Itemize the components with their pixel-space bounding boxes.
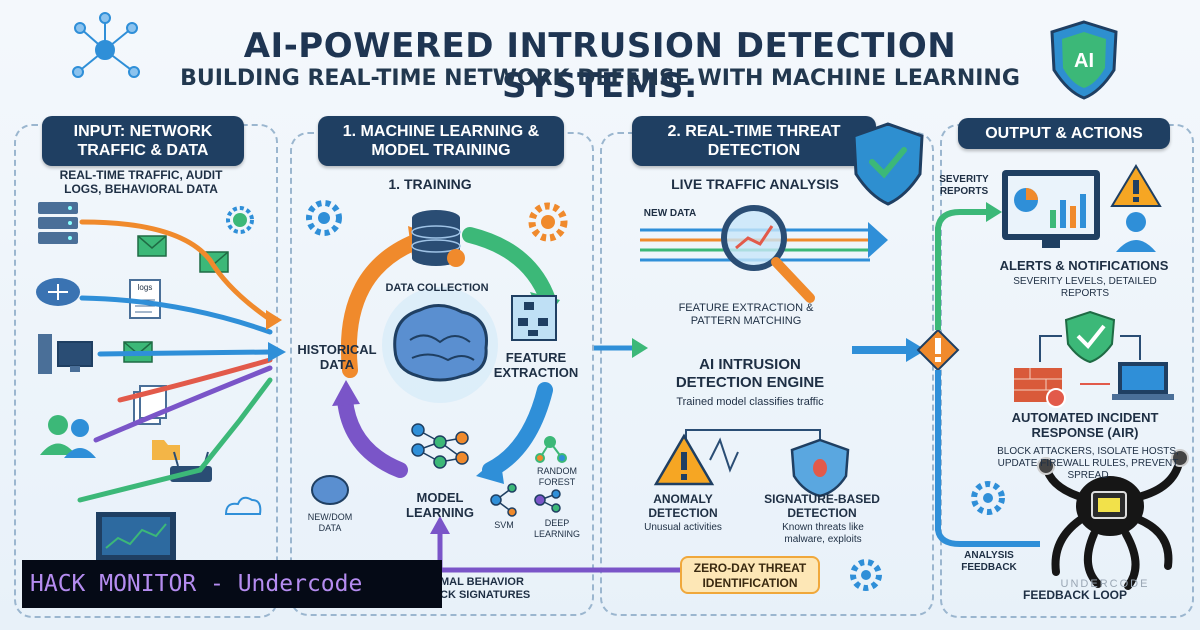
historical-data-label: HISTORICAL DATA [297, 342, 377, 372]
new-dom-data-label: NEW/DOM DATA [307, 512, 353, 533]
feature-matching-label: FEATURE EXTRACTION & PATTERN MATCHING [678, 302, 814, 327]
main-title: AI-POWERED INTRUSION DETECTION SYSTEMS: [243, 26, 957, 106]
envelope-icon-1 [137, 235, 167, 257]
output-header: OUTPUT & ACTIONS [958, 118, 1170, 149]
alerts-title: ALERTS & NOTIFICATIONS [999, 258, 1169, 273]
magnifier-icon [721, 205, 815, 303]
laptop-dashboard-icon [96, 512, 176, 560]
input-description: REAL-TIME TRAFFIC, AUDIT LOGS, BEHAVIORA… [59, 168, 223, 196]
cloud-icon [224, 496, 262, 515]
neural-network-icon [411, 423, 469, 469]
gear-icon-zero-day [850, 559, 882, 591]
flowchart-icon [511, 295, 557, 341]
gear-icon-right [528, 202, 568, 242]
data-collection-label: DATA COLLECTION [385, 282, 489, 294]
engine-subtitle: Trained model classifies traffic [676, 396, 824, 408]
brain-icon [382, 287, 498, 403]
air-subtitle: BLOCK ATTACKERS, ISOLATE HOSTS, UPDATE F… [997, 446, 1179, 481]
octopus-hacker-icon [1037, 449, 1189, 590]
new-data-label: NEW DATA [643, 208, 697, 219]
zero-day-box: ZERO-DAY THREAT IDENTIFICATION [680, 556, 820, 594]
deep-learning-label: DEEP LEARNING [533, 518, 580, 539]
anomaly-detection-sub: Unusual activities [644, 522, 722, 533]
detection-header: 2. REAL-TIME THREAT DETECTION [632, 116, 876, 166]
mini-brain-icon [311, 475, 349, 505]
firewall-icon [1014, 368, 1066, 408]
alerts-subtitle: SEVERITY LEVELS, DETAILED REPORTS [1013, 276, 1157, 299]
ai-badge-text: AI [1074, 50, 1094, 72]
hack-monitor-badge: HACK MONITOR - Undercode [22, 560, 442, 608]
monitor-dashboard-icon [1002, 170, 1100, 248]
model-learning-label: MODEL LEARNING [406, 490, 474, 520]
training-header: 1. MACHINE LEARNING & MODEL TRAINING [318, 116, 564, 166]
training-stage-label: 1. TRAINING [388, 176, 472, 192]
network-nodes-icon [72, 12, 140, 78]
live-traffic-label: LIVE TRAFFIC ANALYSIS [671, 176, 839, 192]
random-forest-icon [535, 436, 567, 463]
severity-reports-label: SEVERITY REPORTS [939, 174, 989, 197]
feedback-loop-label: FEEDBACK LOOP [1022, 588, 1127, 602]
feedback-gear-icon [971, 481, 1005, 515]
feature-extraction-label: FEATURE EXTRACTION [493, 350, 579, 380]
signature-detection-sub: Known threats like malware, exploits [782, 522, 864, 545]
alert-warning-icon [1110, 164, 1162, 207]
desktop-computer-icon [38, 334, 93, 374]
main-subtitle: BUILDING REAL-TIME NETWORK DEFENSE WITH … [180, 66, 1020, 91]
svm-label: SVM [494, 520, 514, 530]
server-stack-icon [38, 202, 78, 244]
database-icon [411, 210, 465, 267]
warning-triangle-icon [653, 433, 715, 486]
anomaly-detection-title: ANOMALY DETECTION [648, 492, 718, 520]
signature-detection-title: SIGNATURE-BASED DETECTION [764, 492, 880, 520]
input-header: INPUT: NETWORK TRAFFIC & DATA [42, 116, 244, 166]
user-icon [1116, 212, 1156, 252]
users-icon [40, 415, 96, 458]
gear-icon-left [306, 200, 342, 236]
folder-icon [152, 440, 180, 460]
svm-icon [490, 483, 517, 517]
feedback-signatures-label: MAL BEHAVIOR CK SIGNATURES [440, 576, 531, 601]
gear-check-icon [226, 206, 254, 234]
analysis-feedback-label: ANALYSIS FEEDBACK [961, 550, 1017, 573]
watermark-text: UNDERCODE [1060, 578, 1150, 590]
air-title: AUTOMATED INCIDENT RESPONSE (AIR) [1011, 410, 1159, 440]
deep-learning-icon [534, 489, 561, 513]
engine-title: AI INTRUSION DETECTION ENGINE [675, 356, 825, 391]
green-shield-icon [1064, 310, 1116, 364]
warning-diamond-icon [916, 328, 960, 372]
logs-document-icon [129, 279, 161, 319]
shield-check-icon [852, 122, 924, 206]
random-forest-label: RANDOM FOREST [537, 466, 577, 487]
logs-label: logs [137, 283, 153, 292]
laptop-icon [1112, 362, 1174, 400]
ai-shield-icon [1050, 20, 1118, 100]
router-icon [36, 278, 80, 306]
bug-shield-icon [790, 438, 850, 498]
